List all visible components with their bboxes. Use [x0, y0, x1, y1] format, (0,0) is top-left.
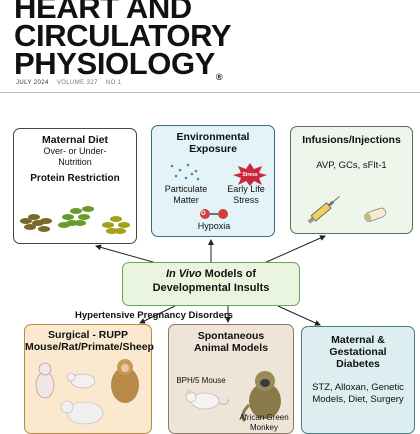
food-pellets-icon [20, 206, 130, 234]
issue-date: JULY 2024 [16, 80, 49, 86]
environmental-exposure-title: Environmental Exposure [176, 131, 250, 155]
in-vivo-rest: Models of [201, 268, 257, 280]
arrow-to-surgical [139, 305, 176, 324]
journal-title-line1: HEART AND [14, 0, 192, 25]
diabetes-box: Maternal & Gestational Diabetes STZ, All… [301, 326, 415, 434]
maternal-diet-subtitle: Over- or Under- Nutrition [43, 146, 107, 167]
maternal-diet-title: Maternal Diet [42, 134, 108, 146]
monkey-icon [241, 371, 281, 423]
issue-info: JULY 2024 VOLUME 327 NO.1 [16, 80, 128, 86]
mouse-icon [185, 389, 230, 410]
issue-number: NO.1 [105, 80, 122, 86]
oxygen-badge-text: O [201, 211, 206, 217]
infusions-items: AVP, GCs, sFlt-1 [316, 160, 387, 171]
journal-title-line3-text: PHYSIOLOGY [14, 46, 215, 81]
registered-mark: ® [215, 72, 223, 82]
protein-restriction-label: Protein Restriction [30, 173, 120, 184]
syringe-icon [307, 196, 340, 224]
hypertensive-pregnancy-label: Hypertensive Pregnancy Disorders [75, 310, 233, 321]
bph5-mouse-label: BPH/5 Mouse [176, 376, 226, 385]
surgical-rupp-title: Surgical - RUPP [48, 329, 128, 341]
infusions-injections-title: Infusions/Injections [302, 134, 401, 146]
surgical-rupp-box: Surgical - RUPP Mouse/Rat/Primate/Sheep [24, 324, 154, 434]
connector-arrows [95, 235, 326, 326]
environmental-exposure-box: Environmental Exposure Particulate Matte… [151, 125, 275, 237]
in-vivo-models-box: In Vivo Models of Developmental Insults [122, 262, 300, 306]
particulate-dots-icon [170, 163, 200, 181]
maternal-diet-box: Maternal Diet Over- or Under- Nutrition … [13, 128, 137, 244]
arrow-to-diabetes [277, 305, 321, 326]
particulate-matter-label: Particulate Matter [164, 184, 208, 205]
pump-implant-icon [364, 207, 387, 222]
stress-badge-text: Stress [242, 172, 258, 178]
arrow-to-infusions [261, 235, 326, 265]
spontaneous-models-box: Spontaneous Animal Models BPH/5 Mouse Af… [168, 324, 294, 434]
diabetes-title: Maternal & Gestational Diabetes [329, 334, 387, 370]
african-green-monkey-label: African Green Monkey [239, 413, 289, 432]
hypoxia-label: Hypoxia [197, 221, 231, 231]
in-vivo-models-title: In Vivo Models of [123, 263, 299, 281]
stress-burst-icon [233, 163, 267, 186]
journal-title-line3: PHYSIOLOGY® [14, 46, 223, 82]
oxygen-molecule-icon [200, 209, 228, 219]
spontaneous-models-title: Spontaneous Animal Models [193, 330, 269, 354]
diabetes-items: STZ, Alloxan, Genetic Models, Diet, Surg… [312, 382, 404, 405]
arrow-to-maternal [95, 244, 161, 265]
issue-volume: VOLUME 327 [56, 80, 98, 86]
developmental-insults-title: Developmental Insults [152, 282, 270, 294]
infusions-injections-box: Infusions/Injections AVP, GCs, sFlt-1 [290, 126, 413, 234]
surgical-species-title: Mouse/Rat/Primate/Sheep [25, 341, 154, 353]
surgical-animals-icon [35, 359, 139, 425]
in-vivo-italic: In Vivo [165, 268, 202, 280]
journal-title-line2: CIRCULATORY [14, 18, 232, 53]
early-life-stress-label: Early Life Stress [227, 184, 265, 205]
masthead-divider [0, 92, 420, 93]
